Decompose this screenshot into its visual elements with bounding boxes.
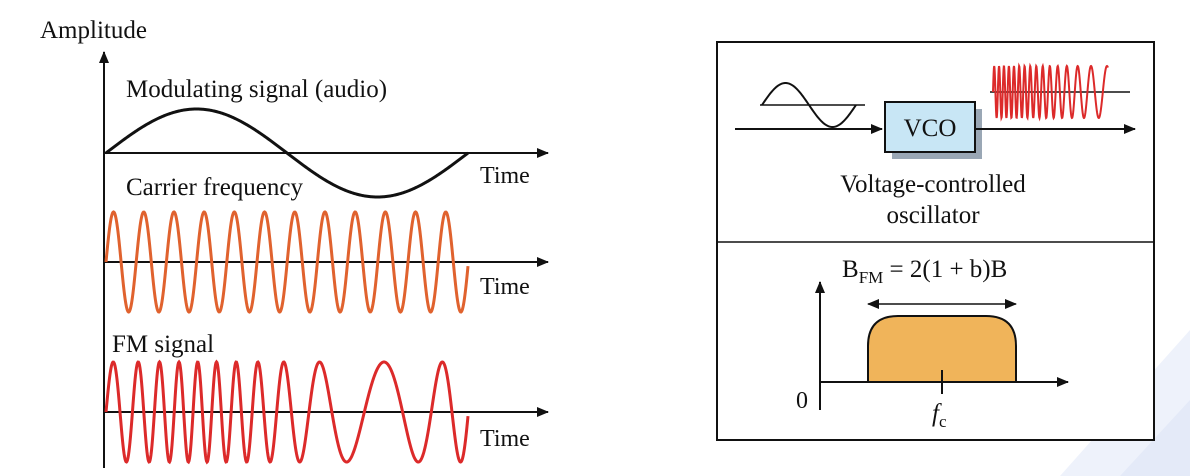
time-label-fm: Time [480,426,530,452]
fm-signal-label: FM signal [112,331,214,358]
right-panel: VCO Voltage-controlled oscillator 0 fc B… [716,41,1155,441]
bandwidth-spectrum-shape [867,315,1017,383]
center-frequency-label: fc [932,400,947,431]
carrier-frequency-wave [104,210,470,314]
output-fm-wave [992,62,1109,122]
bandwidth-formula: BFM = 2(1 + b)B [842,256,1007,287]
origin-label: 0 [796,388,808,414]
input-sine-wave [761,82,857,128]
vco-caption-line1: Voltage-controlled [840,171,1026,198]
left-panel: Amplitude Time Time Time Modulating sign… [40,17,549,468]
modulating-signal-wave [105,107,469,199]
vco-label: VCO [904,115,957,142]
amplitude-axis-label: Amplitude [40,17,147,44]
fm-signal-wave [104,359,470,465]
carrier-frequency-label: Carrier frequency [126,174,303,201]
time-label-modulating: Time [480,163,530,189]
vco-caption-line2: oscillator [886,202,980,229]
spectrum-section: 0 fc BFM = 2(1 + b)B [796,256,1069,431]
time-label-carrier: Time [480,274,530,300]
vco-box [884,101,976,153]
vco-section: VCO Voltage-controlled oscillator [735,62,1136,229]
modulating-signal-label: Modulating signal (audio) [126,76,387,103]
